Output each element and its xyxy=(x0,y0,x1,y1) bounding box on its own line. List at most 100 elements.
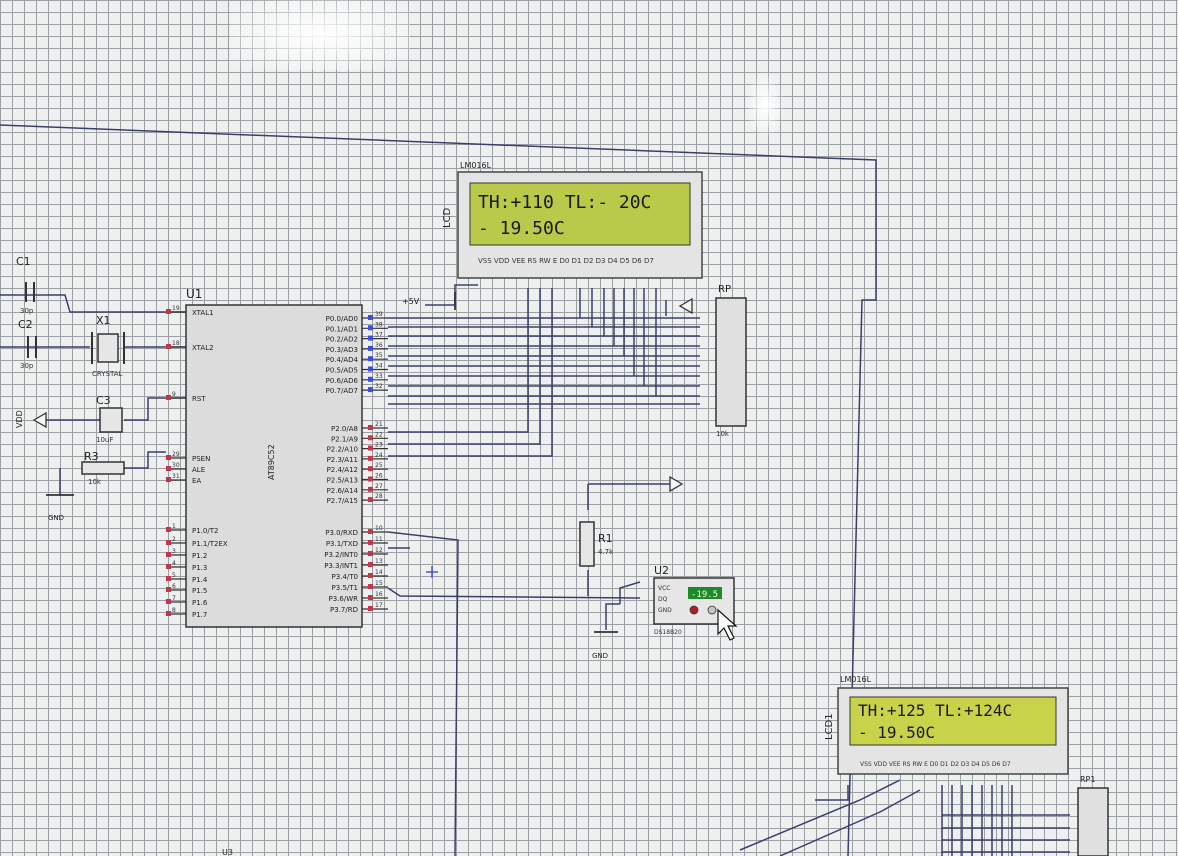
x1-value: CRYSTAL xyxy=(92,370,123,378)
mcu-pin-p1-7[interactable]: 8P1.7 xyxy=(166,607,207,619)
resistor-r3[interactable]: R3 10k xyxy=(81,450,125,486)
mcu-pin-label: P0.7/AD7 xyxy=(326,387,358,395)
mcu-pin-label: P3.1/TXD xyxy=(326,540,358,548)
c3-ref: C3 xyxy=(96,394,111,407)
mcu-u1[interactable]: U1 AT89C52 19XTAL118XTAL29RST29PSEN30ALE… xyxy=(166,287,388,628)
mouse-cursor-icon xyxy=(717,608,738,641)
mcu-pin-p1-1-t2ex[interactable]: 2P1.1/T2EX xyxy=(166,536,228,548)
mcu-pin-label: P2.1/A9 xyxy=(331,435,358,443)
resistor-r1[interactable]: R1 4.7k xyxy=(579,521,614,567)
mcu-pin-number: 24 xyxy=(375,452,383,459)
mcu-pin-p1-0-t2[interactable]: 1P1.0/T2 xyxy=(166,523,218,535)
capacitor-c1[interactable]: C1 30p xyxy=(16,255,35,315)
u2-pin-gnd: GND xyxy=(658,607,672,614)
resistor-pack-rp[interactable]: RP 10k xyxy=(715,284,747,438)
u2-decrement-button[interactable] xyxy=(689,605,699,615)
mcu-pin-p1-2[interactable]: 3P1.2 xyxy=(166,548,207,560)
vdd-arrow xyxy=(32,411,47,429)
capacitor-c2[interactable]: C2 30p xyxy=(18,318,37,370)
mcu-right-pins: 39P0.0/AD038P0.1/AD137P0.2/AD236P0.3/AD3… xyxy=(324,311,388,614)
gnd-u2-label: GND xyxy=(592,652,608,660)
r3-body xyxy=(81,461,125,475)
crystal-x1[interactable]: X1 CRYSTAL xyxy=(91,314,125,378)
mcu-pin-label: P1.4 xyxy=(192,576,208,584)
mcu-pin-p1-6[interactable]: 7P1.6 xyxy=(166,595,208,607)
vdd-label: VDD xyxy=(15,410,24,428)
screen-glare xyxy=(230,0,410,70)
gnd-left-label: GND xyxy=(48,514,64,522)
crosshair-marker-icon xyxy=(426,566,438,578)
mcu-pin-number: 12 xyxy=(375,547,383,554)
mcu-pin-p1-4[interactable]: 5P1.4 xyxy=(166,572,208,584)
mcu-pin-label: P2.7/A15 xyxy=(327,497,358,505)
x1-body xyxy=(97,333,119,363)
vdd-terminal[interactable]: VDD xyxy=(15,410,47,429)
mcu-pin-number: 18 xyxy=(172,340,180,347)
capacitor-c3[interactable]: C3 10uF xyxy=(96,394,123,444)
mcu-pin-number: 38 xyxy=(375,321,383,328)
vcc-terminal-r1[interactable] xyxy=(669,475,684,493)
mcu-pin-number: 39 xyxy=(375,311,383,318)
mcu-pin-label: P1.3 xyxy=(192,564,207,572)
lcd-second[interactable]: LM016L LCD1 TH:+125 TL:+124C - 19.50C VS… xyxy=(824,675,1069,775)
r3-value: 10k xyxy=(88,478,102,486)
mcu-pin-p1-5[interactable]: 6P1.5 xyxy=(166,583,207,595)
mcu-pin-p1-3[interactable]: 4P1.3 xyxy=(166,560,207,572)
mcu-pin-label: P1.0/T2 xyxy=(192,527,218,535)
mcu-pin-number: 36 xyxy=(375,342,383,349)
mcu-pin-number: 4 xyxy=(172,560,176,567)
mcu-pin-label: EA xyxy=(192,477,201,485)
mcu-pin-label: P2.6/A14 xyxy=(327,487,359,495)
sensor-u2[interactable]: U2 VCC DQ GND -19.5 DS18B20 xyxy=(653,564,735,636)
resistor-pack-rp1[interactable]: RP1 xyxy=(1077,775,1109,856)
u2-reading-display xyxy=(688,587,722,599)
r1-ref: R1 xyxy=(598,532,613,545)
mcu-pin-number: 2 xyxy=(172,536,176,543)
gnd-terminal-u2[interactable]: GND xyxy=(592,631,618,660)
lcd-main[interactable]: LM016L LCD TH:+110 TL:- 20C - 19.50C VSS… xyxy=(442,161,703,279)
mcu-ref: U1 xyxy=(186,287,202,301)
vcc-terminal-rp[interactable] xyxy=(678,297,693,315)
lcd-main-screen xyxy=(469,182,691,246)
u2-increment-button[interactable] xyxy=(707,605,717,615)
lcd-second-ref: LCD1 xyxy=(824,713,835,740)
mcu-pin-label: ALE xyxy=(192,466,205,474)
gnd-terminal-left[interactable]: GND xyxy=(46,494,74,522)
plus5v-terminal[interactable]: +5V xyxy=(402,292,456,310)
mcu-pin-label: P3.5/T1 xyxy=(332,584,358,592)
mcu-pin-label: P0.3/AD3 xyxy=(326,346,358,354)
mcu-pin-label: P3.4/T0 xyxy=(332,573,358,581)
